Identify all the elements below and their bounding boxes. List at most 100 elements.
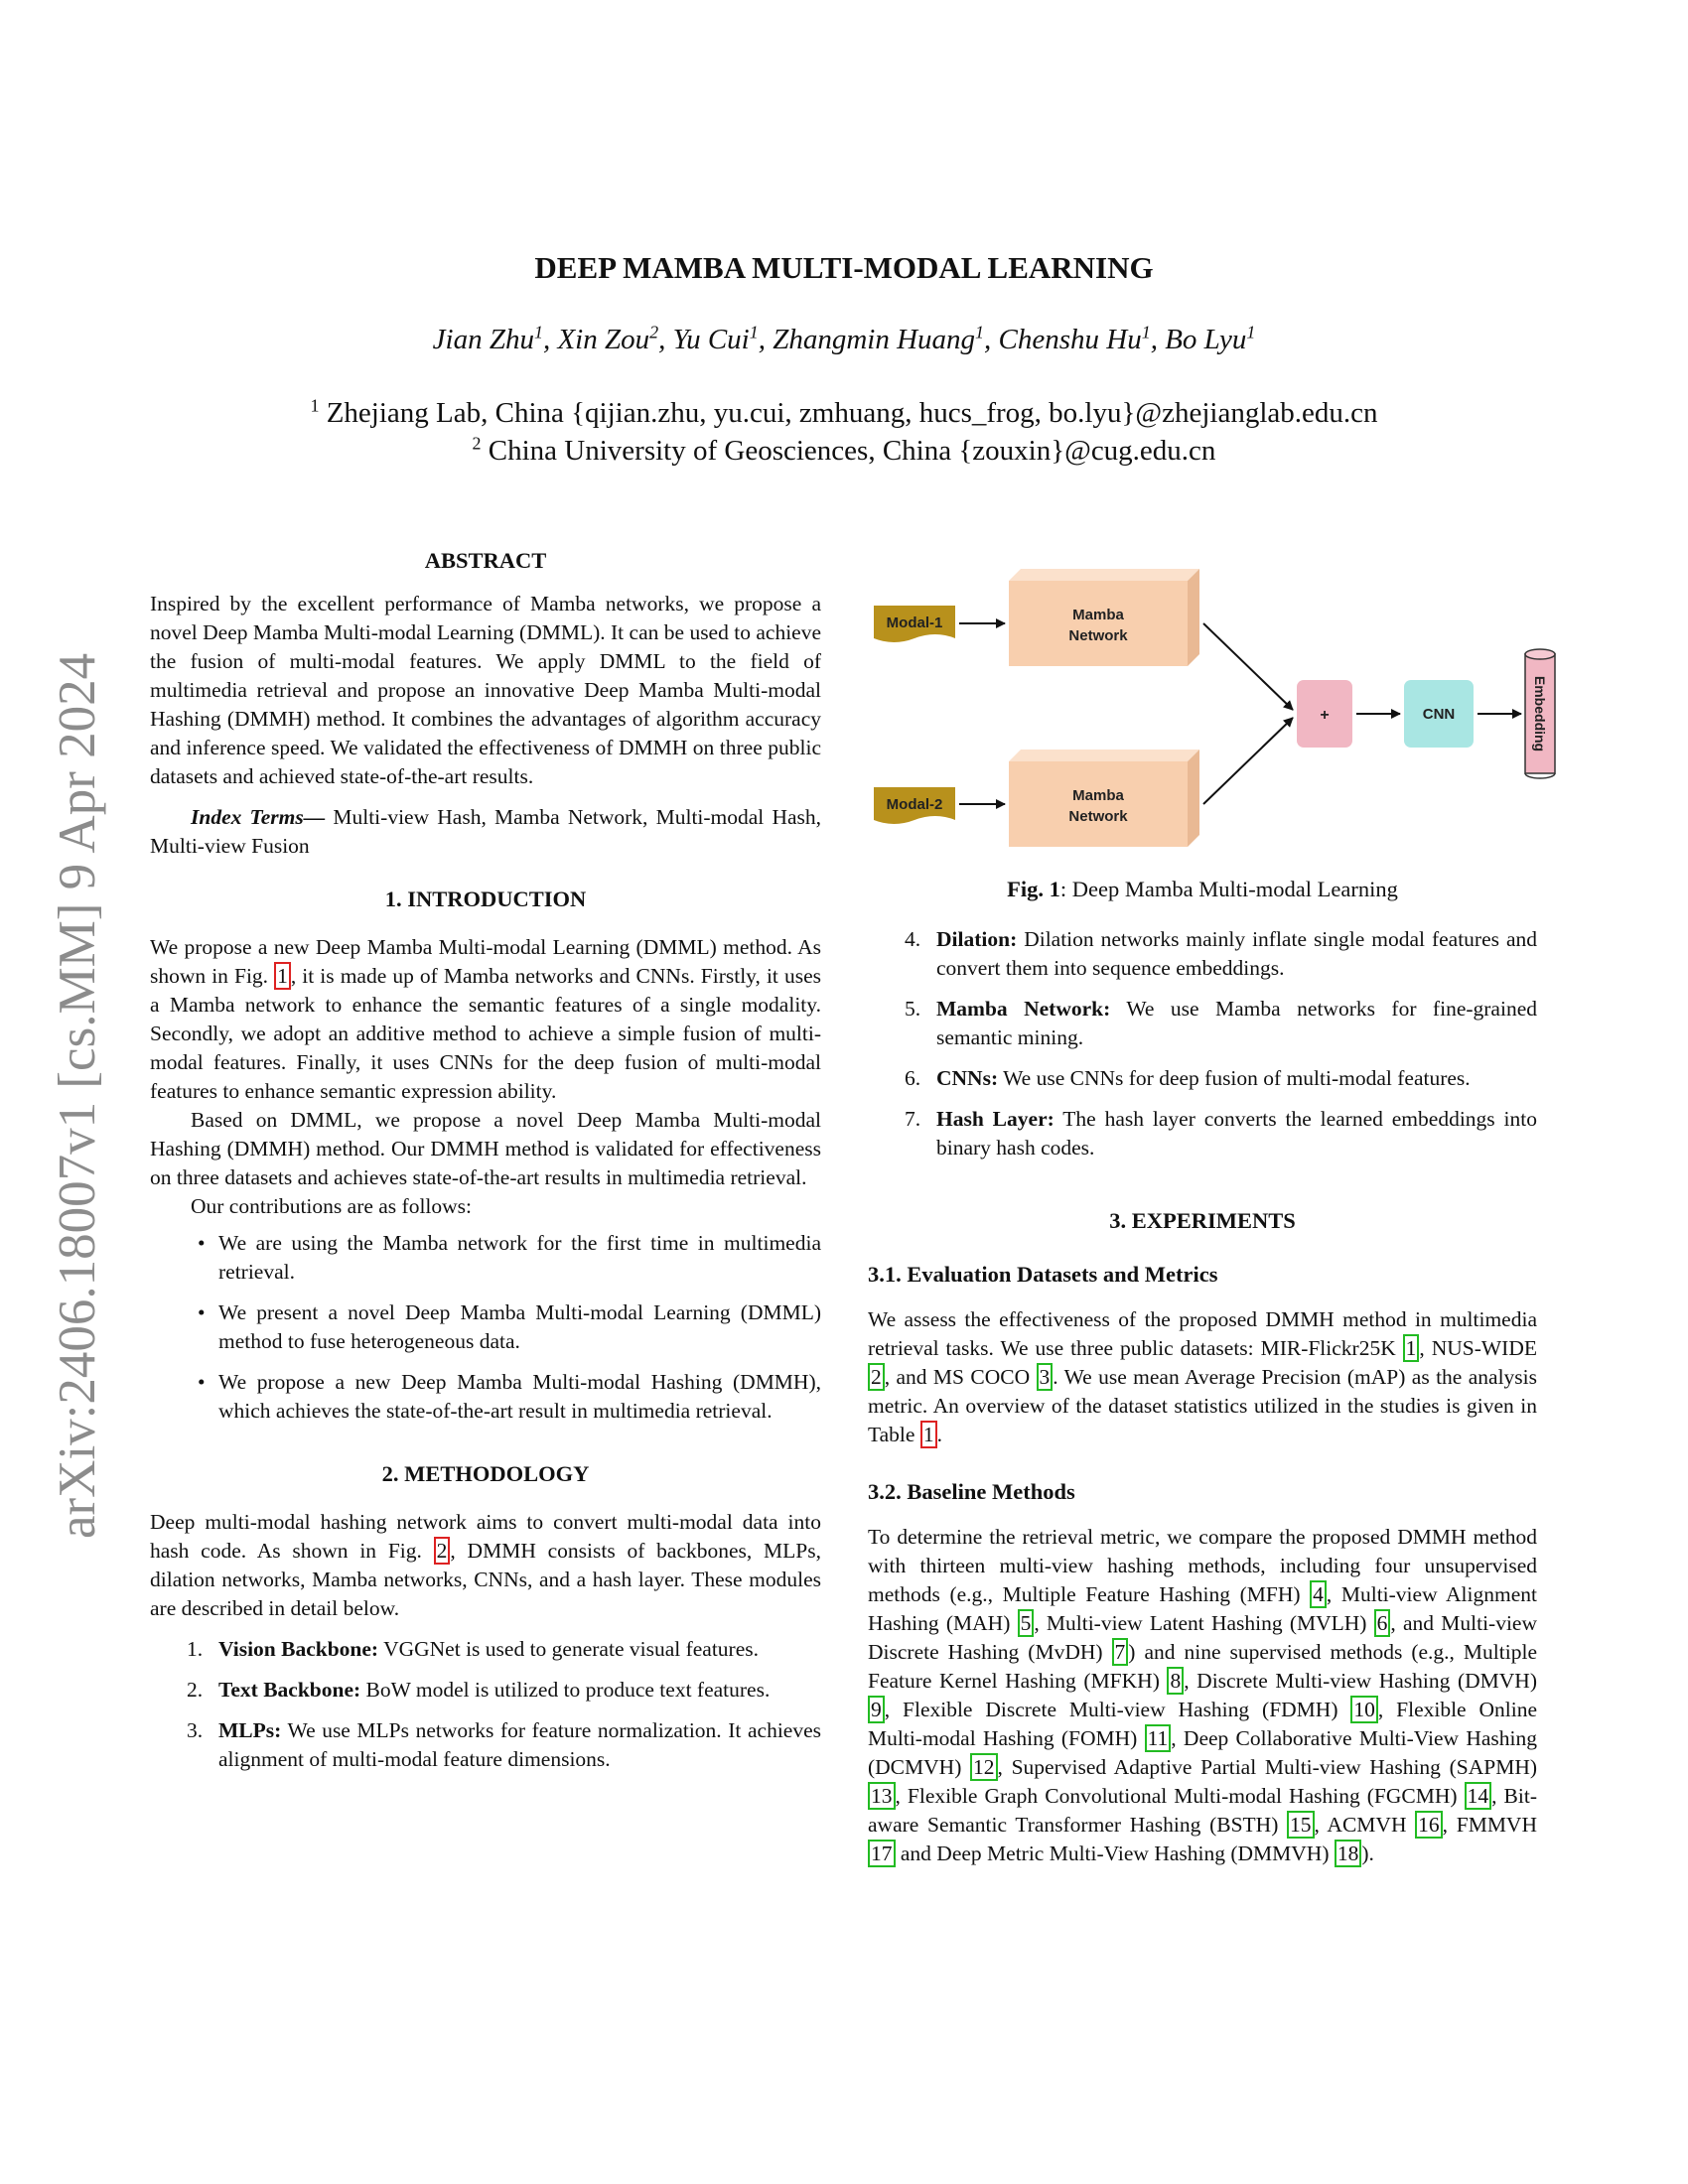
fig-1-link[interactable]: 1 bbox=[274, 962, 291, 990]
affiliation-2-text: China University of Geosciences, China {… bbox=[481, 435, 1216, 467]
item-label: Dilation: bbox=[936, 927, 1018, 951]
mamba-label-line-2: Network bbox=[1068, 627, 1128, 644]
citation-link[interactable]: 18 bbox=[1334, 1840, 1362, 1867]
baselines-subheading: 3.2. Baseline Methods bbox=[868, 1479, 1075, 1504]
citation-link[interactable]: 3 bbox=[1036, 1363, 1054, 1391]
list-item: •We are using the Mamba network for the … bbox=[150, 1229, 821, 1287]
item-number: 6. bbox=[905, 1066, 921, 1090]
mamba-label-line-2: Network bbox=[1068, 808, 1128, 825]
arrow-mamba-2-to-plus bbox=[1202, 717, 1294, 805]
item-number: 7. bbox=[905, 1107, 921, 1131]
item-number: 4. bbox=[905, 927, 921, 951]
arxiv-stamp: arXiv:2406.18007v1 [cs.MM] 9 Apr 2024 bbox=[49, 652, 106, 1539]
plus-block: + bbox=[1297, 680, 1352, 748]
arrow-mamba-1-to-plus bbox=[1202, 622, 1294, 711]
intro-p1-text-a: We propose a new Deep Mamba Multi-modal … bbox=[150, 935, 821, 988]
text-run: , Flexible Graph Convolutional Multi-mod… bbox=[895, 1784, 1465, 1808]
module-list-part-1: 1.Vision Backbone: VGGNet is used to gen… bbox=[150, 1635, 821, 1774]
contribution-text: We present a novel Deep Mamba Multi-moda… bbox=[218, 1300, 821, 1353]
author-affiliation-marker: 1 bbox=[975, 322, 985, 342]
citation-link[interactable]: 12 bbox=[970, 1753, 998, 1781]
citation-link[interactable]: 14 bbox=[1464, 1782, 1492, 1810]
contribution-text: We propose a new Deep Mamba Multi-modal … bbox=[218, 1370, 821, 1423]
text-run: , and MS COCO bbox=[884, 1365, 1037, 1389]
embedding-block: Embedding bbox=[1524, 648, 1556, 779]
author-affiliation-marker: 1 bbox=[1246, 322, 1256, 342]
fig-1-diagram: Modal-1 Modal-2 Mamba Network Mamba Netw… bbox=[874, 569, 1556, 847]
citation-link[interactable]: 2 bbox=[868, 1363, 885, 1391]
method-p1-text-b: , DMMH consists of backbones, MLPs, dila… bbox=[150, 1539, 822, 1620]
item-number: 3. bbox=[187, 1718, 204, 1742]
citation-link[interactable]: 5 bbox=[1017, 1609, 1035, 1637]
author-affiliation-marker: 2 bbox=[649, 322, 659, 342]
datasets-subheading: 3.1. Evaluation Datasets and Metrics bbox=[868, 1262, 1218, 1287]
author-name: Chenshu Hu bbox=[998, 324, 1142, 355]
affiliation-1: 1 Zhejiang Lab, China {qijian.zhu, yu.cu… bbox=[0, 395, 1688, 430]
text-run: , Deep Collaborative Multi-View Hashing … bbox=[868, 1726, 1537, 1779]
datasets-paragraph: We assess the effectiveness of the propo… bbox=[868, 1305, 1537, 1449]
item-label: Hash Layer: bbox=[936, 1107, 1055, 1131]
paper-title: DEEP MAMBA MULTI-MODAL LEARNING bbox=[534, 250, 1154, 285]
method-heading: 2. METHODOLOGY bbox=[381, 1461, 590, 1486]
contribution-text: We are using the Mamba network for the f… bbox=[218, 1231, 821, 1284]
item-text: VGGNet is used to generate visual featur… bbox=[378, 1637, 759, 1661]
author-name: Jian Zhu bbox=[432, 324, 534, 355]
intro-heading: 1. INTRODUCTION bbox=[384, 887, 587, 911]
intro-paragraph-1: We propose a new Deep Mamba Multi-modal … bbox=[150, 933, 821, 1106]
list-item: 6. CNNs: We use CNNs for deep fusion of m… bbox=[868, 1064, 1537, 1093]
citation-link[interactable]: 11 bbox=[1144, 1724, 1172, 1752]
list-item: 4.Dilation: Dilation networks mainly inf… bbox=[868, 925, 1537, 983]
mamba-label-line-1: Mamba bbox=[1072, 607, 1124, 623]
module-list-part-2: 4.Dilation: Dilation networks mainly inf… bbox=[868, 925, 1537, 1162]
fig-1-caption-text: : Deep Mamba Multi-modal Learning bbox=[1059, 877, 1398, 901]
item-label: Mamba Network: bbox=[936, 997, 1111, 1021]
list-item: 7. Hash Layer: The hash layer converts th… bbox=[868, 1105, 1537, 1162]
item-text: The hash layer converts the learned embe… bbox=[936, 1107, 1538, 1160]
affiliation-1-marker: 1 bbox=[310, 395, 320, 416]
abstract-heading: ABSTRACT bbox=[424, 548, 547, 573]
text-run: , Supervised Adaptive Partial Multi-view… bbox=[997, 1755, 1538, 1779]
author-separator: , bbox=[658, 324, 673, 355]
text-run: , Discrete Multi-view Hashing (DMVH) bbox=[1184, 1669, 1537, 1693]
text-run: ) and nine supervised methods (e.g., Mul… bbox=[868, 1640, 1537, 1693]
text-run: , Bit-aware Semantic Transformer Hashing… bbox=[868, 1784, 1537, 1837]
text-run: , ACMVH bbox=[1314, 1813, 1416, 1837]
left-column: ABSTRACT Inspired by the excellent perfo… bbox=[150, 546, 821, 1774]
citation-link[interactable]: 16 bbox=[1415, 1811, 1443, 1839]
item-text: We use CNNs for deep fusion of multi-mod… bbox=[998, 1066, 1471, 1090]
modal-1-label: Modal-1 bbox=[887, 614, 943, 631]
citation-link[interactable]: 13 bbox=[868, 1782, 896, 1810]
citation-link[interactable]: 1 bbox=[1402, 1334, 1420, 1362]
method-paragraph-1: Deep multi-modal hashing network aims to… bbox=[150, 1508, 821, 1623]
citation-link[interactable]: 6 bbox=[1373, 1609, 1391, 1637]
mamba-network-block-2: Mamba Network bbox=[1009, 750, 1199, 847]
item-number: 5. bbox=[905, 997, 921, 1021]
citation-link[interactable]: 15 bbox=[1287, 1811, 1315, 1839]
citation-link[interactable]: 10 bbox=[1350, 1696, 1378, 1723]
index-terms-label: Index Terms— bbox=[191, 805, 326, 829]
list-item: • We propose a new Deep Mamba Multi-modal… bbox=[150, 1368, 821, 1426]
modal-1-block: Modal-1 bbox=[874, 606, 955, 642]
author-name: Bo Lyu bbox=[1165, 324, 1247, 355]
citation-link[interactable]: 17 bbox=[868, 1840, 896, 1867]
item-number: 2. bbox=[187, 1678, 204, 1702]
citation-link[interactable]: 9 bbox=[868, 1696, 885, 1723]
author-separator: , bbox=[758, 324, 774, 355]
fig-2-link[interactable]: 2 bbox=[433, 1537, 451, 1565]
experiments-heading: 3. EXPERIMENTS bbox=[1109, 1208, 1296, 1233]
citation-link[interactable]: 4 bbox=[1310, 1580, 1327, 1608]
mamba-network-block-1: Mamba Network bbox=[1009, 569, 1199, 666]
author-affiliation-marker: 1 bbox=[1141, 322, 1151, 342]
text-run: , and Multi-view Discrete Hashing (MvDH) bbox=[868, 1611, 1537, 1664]
embedding-label: Embedding bbox=[1532, 676, 1548, 751]
item-label: CNNs: bbox=[936, 1066, 999, 1090]
item-text: We use Mamba networks for fine-grained s… bbox=[936, 997, 1537, 1049]
bullet-marker: • bbox=[198, 1370, 206, 1394]
item-label: Vision Backbone: bbox=[218, 1637, 379, 1661]
table-link[interactable]: 1 bbox=[919, 1421, 937, 1448]
text-run: . bbox=[936, 1423, 942, 1446]
modal-2-block: Modal-2 bbox=[874, 787, 955, 824]
cnn-label: CNN bbox=[1423, 706, 1456, 723]
citation-link[interactable]: 7 bbox=[1111, 1638, 1129, 1666]
citation-link[interactable]: 8 bbox=[1167, 1667, 1185, 1695]
